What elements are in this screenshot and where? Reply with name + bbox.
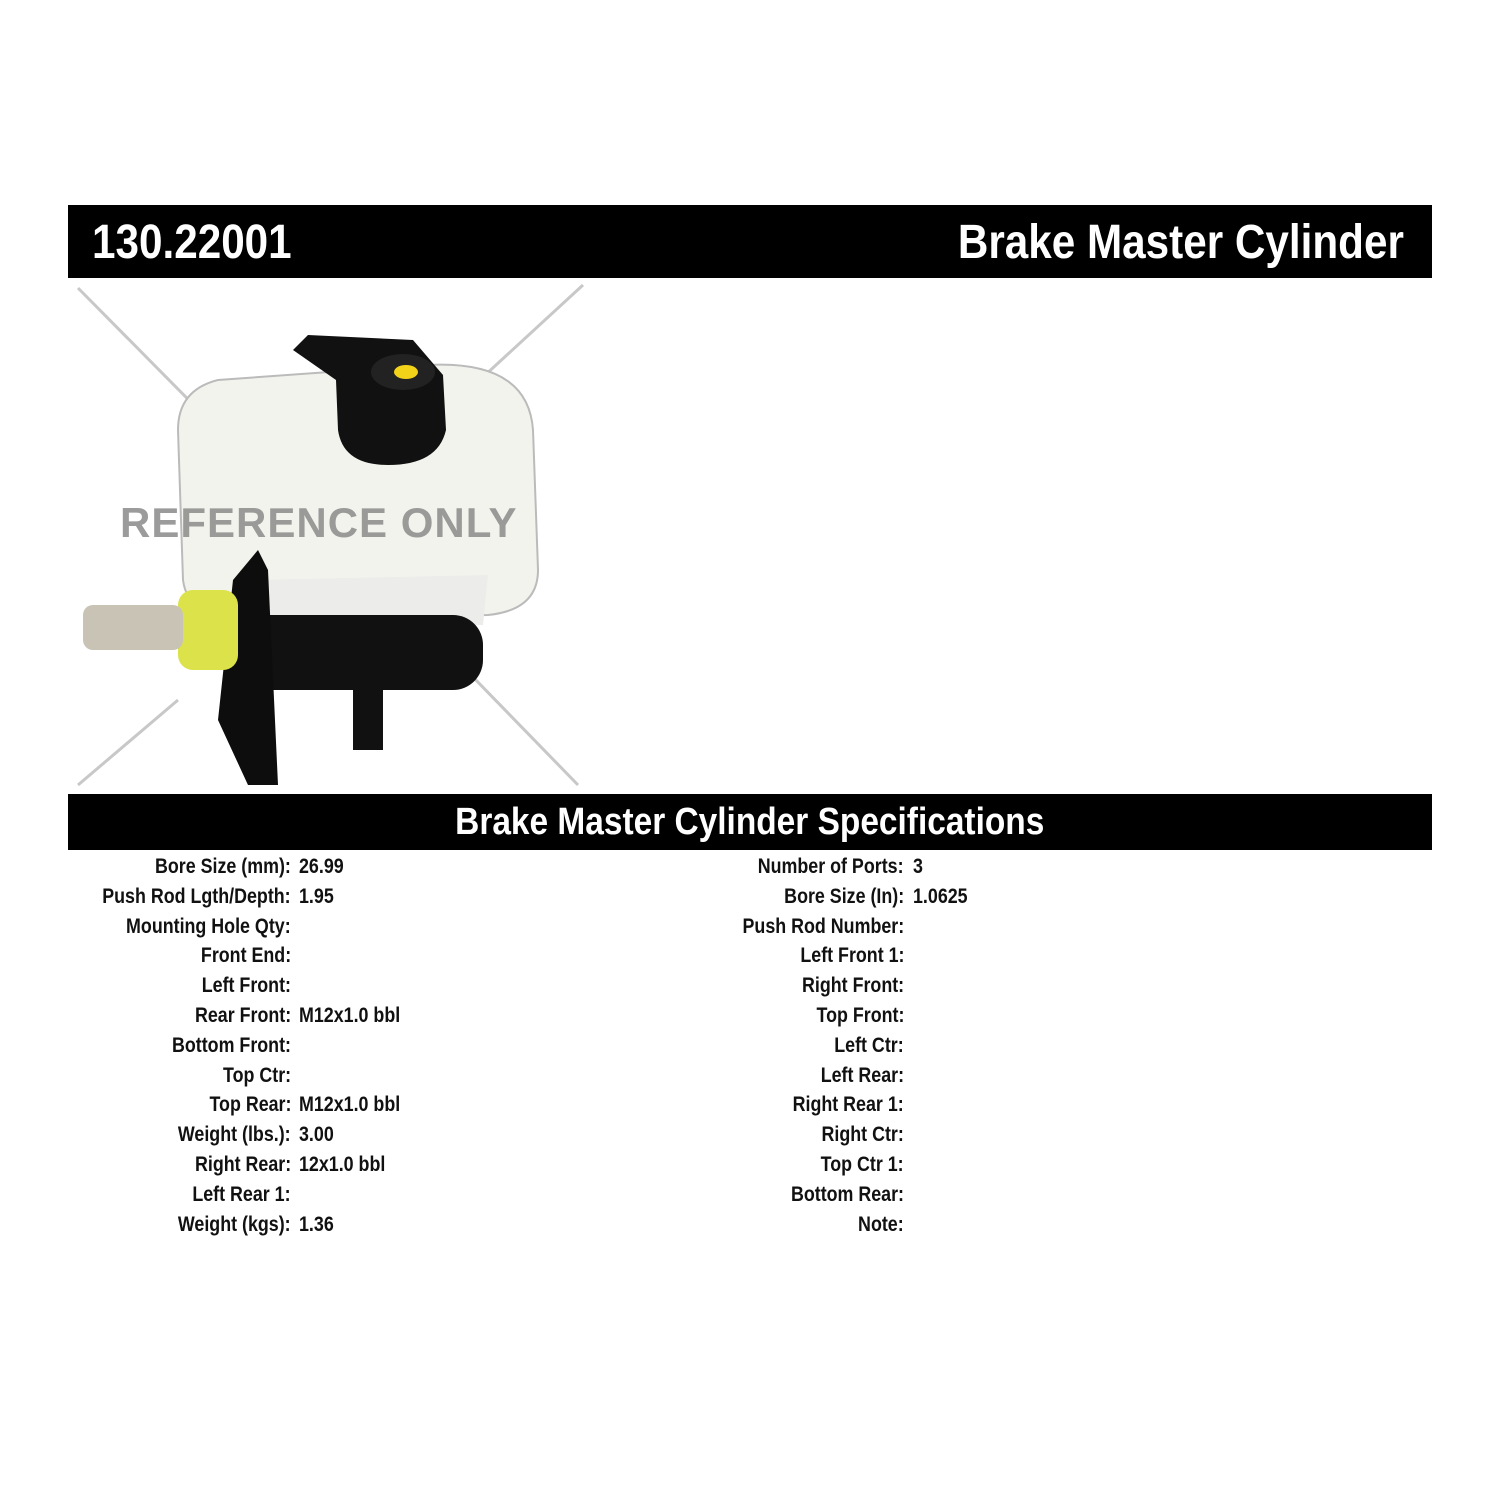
spec-row: Front End: (0, 944, 291, 974)
spec-label: Top Rear: (209, 1093, 291, 1117)
spec-label: Mounting Hole Qty: (126, 914, 291, 938)
spec-row: Left Rear 1: (0, 1183, 291, 1213)
spec-value: M12x1.0 bbl (299, 1004, 401, 1027)
spec-row: Bore Size (In): 1.0625 (0, 884, 968, 915)
specs-title-bar: Brake Master Cylinder Specifications (68, 794, 1432, 850)
spec-label: Top Ctr 1: (821, 1153, 904, 1176)
spec-label: Number of Ports: (758, 855, 904, 878)
spec-row: Right Ctr: (0, 1123, 904, 1153)
product-title: Brake Master Cylinder (957, 216, 1404, 269)
spec-label: Right Ctr: (821, 1123, 904, 1147)
spec-row: Push Rod Number: (0, 915, 904, 945)
spec-row: Rear Front: M12x1.0 bbl (0, 1004, 400, 1034)
spec-label: Right Front: (801, 974, 904, 998)
spec-label: Bottom Rear: (790, 1182, 904, 1206)
spec-label: Weight (lbs.): (178, 1123, 291, 1147)
spec-value: 1.0625 (913, 884, 968, 908)
spec-row: Top Ctr 1: (0, 1153, 904, 1183)
spec-value: 3 (913, 855, 923, 878)
spec-row: Push Rod Lgth/Depth: 1.95 (0, 884, 334, 915)
spec-label: Left Front: (201, 974, 291, 998)
spec-row: Note: (0, 1213, 904, 1243)
spec-row: Weight (lbs.): 3.00 (0, 1123, 333, 1153)
spec-row: Top Front: (0, 1004, 904, 1034)
spec-row: Top Ctr: (0, 1064, 291, 1094)
spec-row: Left Front: (0, 974, 291, 1004)
spec-label: Weight (kgs): (178, 1212, 291, 1236)
spec-label: Right Rear: (194, 1153, 291, 1176)
spec-label: Front End: (200, 944, 291, 968)
spec-row: Left Rear: (0, 1064, 904, 1094)
spec-label: Bore Size (mm): (155, 855, 291, 878)
spec-row: Right Front: (0, 974, 904, 1004)
spec-label: Note: (858, 1212, 904, 1236)
cylinder-body (83, 550, 483, 785)
spec-value: 3.00 (299, 1123, 334, 1147)
spec-row: Bore Size (mm): 26.99 (0, 855, 344, 885)
spec-label: Right Rear 1: (792, 1093, 904, 1117)
spec-row: Right Rear: 12x1.0 bbl (0, 1153, 386, 1183)
watermark: REFERENCE ONLY (120, 499, 518, 546)
specs-title: Brake Master Cylinder Specifications (455, 801, 1045, 843)
spec-label: Left Rear 1: (192, 1182, 291, 1206)
spec-value: 12x1.0 bbl (299, 1153, 386, 1176)
spec-row: Number of Ports: 3 (0, 855, 923, 885)
title-bar: 130.22001 Brake Master Cylinder (68, 205, 1432, 278)
spec-label: Bore Size (In): (783, 884, 904, 908)
product-image: REFERENCE ONLY (76, 283, 585, 787)
spec-label: Bottom Front: (172, 1033, 291, 1057)
spec-label: Push Rod Lgth/Depth: (102, 884, 291, 908)
spec-row: Left Ctr: (0, 1034, 904, 1064)
spec-label: Left Ctr: (834, 1033, 904, 1057)
reservoir-cap (293, 335, 446, 465)
spec-label: Push Rod Number: (742, 914, 904, 938)
spec-value: M12x1.0 bbl (299, 1093, 401, 1117)
spec-label: Left Rear: (820, 1063, 904, 1087)
spec-row: Right Rear 1: (0, 1093, 904, 1123)
spec-row: Left Front 1: (0, 944, 904, 974)
spec-label: Top Ctr: (222, 1063, 291, 1087)
spec-row: Mounting Hole Qty: (0, 915, 291, 945)
spec-value: 1.95 (299, 884, 334, 908)
spec-label: Top Front: (816, 1004, 904, 1027)
spec-value: 26.99 (299, 855, 344, 878)
part-number: 130.22001 (92, 216, 292, 269)
spec-row: Bottom Rear: (0, 1183, 904, 1213)
spec-row: Weight (kgs): 1.36 (0, 1212, 333, 1243)
spec-value: 1.36 (299, 1212, 334, 1236)
spec-label: Left Front 1: (799, 944, 904, 968)
spec-row: Top Rear: M12x1.0 bbl (0, 1093, 400, 1123)
spec-row: Bottom Front: (0, 1034, 291, 1064)
spec-label: Rear Front: (194, 1004, 291, 1027)
